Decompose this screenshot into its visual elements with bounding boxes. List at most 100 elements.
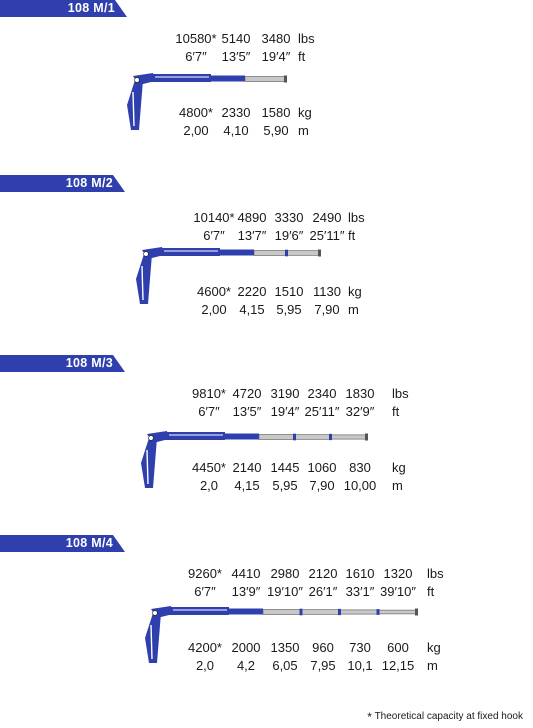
lbs-value: 10580*: [175, 31, 217, 46]
model-tab-shape: [0, 355, 125, 372]
m-value: 7,95: [310, 658, 336, 673]
crane-illustration: [127, 73, 287, 130]
m-value: 7,90: [309, 478, 335, 493]
model-tab-fill: [0, 355, 125, 372]
lbs-value: 1320: [383, 566, 413, 581]
m-value: 2,00: [201, 302, 227, 317]
m-value: 4,10: [223, 123, 249, 138]
lbs-value: 5140: [221, 31, 251, 46]
row-ft: 6′7″13′9″19′10″26′1″33′1″39′10″ft: [0, 583, 533, 601]
m-value: 2,0: [199, 478, 219, 493]
model-tab: 108 M/3: [0, 355, 125, 372]
crane-column-cylinder: [150, 624, 153, 660]
model-tab-fill: [0, 535, 125, 552]
m-value: 12,15: [381, 658, 415, 673]
model-tab-shape: [0, 0, 127, 17]
crane-diagram: [143, 605, 421, 672]
ft-value: 19′4″: [261, 49, 291, 64]
row-ft: 6′7″13′7″19′6″25′11″ft: [0, 227, 533, 245]
lbs-unit: lbs: [348, 210, 365, 225]
crane-boom-tip: [365, 433, 368, 441]
lbs-value: 10140*: [193, 210, 235, 225]
footnote: * Theoretical capacity at fixed hook: [367, 710, 523, 724]
model-tab-fill: [0, 0, 127, 17]
kg-value: 2140: [232, 460, 262, 475]
crane-main-boom: [165, 432, 225, 440]
lbs-value: 2980: [270, 566, 300, 581]
crane-column: [127, 80, 143, 130]
row-ft: 6′7″13′5″19′4″25′11″32′9″ft: [0, 403, 533, 421]
model-tab: 108 M/4: [0, 535, 125, 552]
ft-value: 25′11″: [304, 404, 340, 419]
model-label: 108 M/1: [67, 1, 115, 15]
kg-value: 1445: [270, 460, 300, 475]
ft-value: 13′7″: [237, 228, 267, 243]
crane-illustration: [141, 431, 368, 488]
ft-unit: ft: [427, 584, 435, 599]
crane-extension-joint: [293, 433, 296, 441]
ft-unit: ft: [298, 49, 306, 64]
crane-pivot: [152, 610, 158, 616]
kg-value: 1130: [313, 284, 341, 299]
crane-extension: [244, 76, 287, 82]
crane-extension: [253, 250, 288, 256]
ft-value: 6′7″: [194, 584, 216, 599]
crane-illustration: [145, 606, 418, 663]
kg-value: 1060: [307, 460, 337, 475]
kg-value: 2000: [231, 640, 261, 655]
kg-unit: kg: [298, 105, 312, 120]
m-value: 4,2: [236, 658, 256, 673]
crane-column: [141, 438, 157, 488]
ft-value: 26′1″: [308, 584, 338, 599]
m-value: 10,1: [347, 658, 373, 673]
m-value: 10,00: [343, 478, 377, 493]
crane-extension-joint: [285, 249, 288, 257]
kg-value: 4800*: [179, 105, 213, 120]
kg-value: 600: [387, 640, 409, 655]
crane-extension: [301, 609, 341, 615]
lbs-value: 1830: [345, 386, 375, 401]
kg-value: 4600*: [197, 284, 231, 299]
ft-value: 6′7″: [185, 49, 207, 64]
kg-value: 1350: [270, 640, 300, 655]
lbs-unit: lbs: [427, 566, 444, 581]
kg-value: 1510: [274, 284, 304, 299]
crane-illustration: [136, 247, 321, 304]
crane-inner-boom: [211, 75, 245, 82]
crane-extension-joint: [338, 608, 341, 616]
crane-extension: [330, 434, 368, 440]
crane-extension: [286, 250, 321, 256]
ft-value: 25′11″: [309, 228, 345, 243]
crane-column: [145, 613, 161, 663]
model-tab-shape: [0, 175, 125, 192]
crane-pivot: [134, 77, 140, 83]
kg-value: 2330: [221, 105, 251, 120]
crane-extension-joint: [376, 609, 380, 615]
m-value: 4,15: [239, 302, 265, 317]
lbs-value: 4720: [232, 386, 262, 401]
model-label: 108 M/4: [65, 536, 113, 550]
m-unit: m: [298, 123, 309, 138]
lbs-value: 4890: [237, 210, 267, 225]
crane-inner-boom: [229, 608, 263, 615]
crane-inner-boom: [225, 433, 259, 440]
crane-pivot: [148, 435, 154, 441]
ft-value: 13′5″: [221, 49, 251, 64]
ft-value: 6′7″: [203, 228, 225, 243]
crane-inner-boom: [220, 249, 254, 256]
kg-value: 4200*: [188, 640, 222, 655]
kg-value: 830: [349, 460, 371, 475]
m-value: 2,0: [195, 658, 215, 673]
ft-value: 32′9″: [345, 404, 375, 419]
ft-value: 6′7″: [198, 404, 220, 419]
crane-extension-joint: [329, 433, 332, 441]
lbs-value: 2340: [307, 386, 337, 401]
